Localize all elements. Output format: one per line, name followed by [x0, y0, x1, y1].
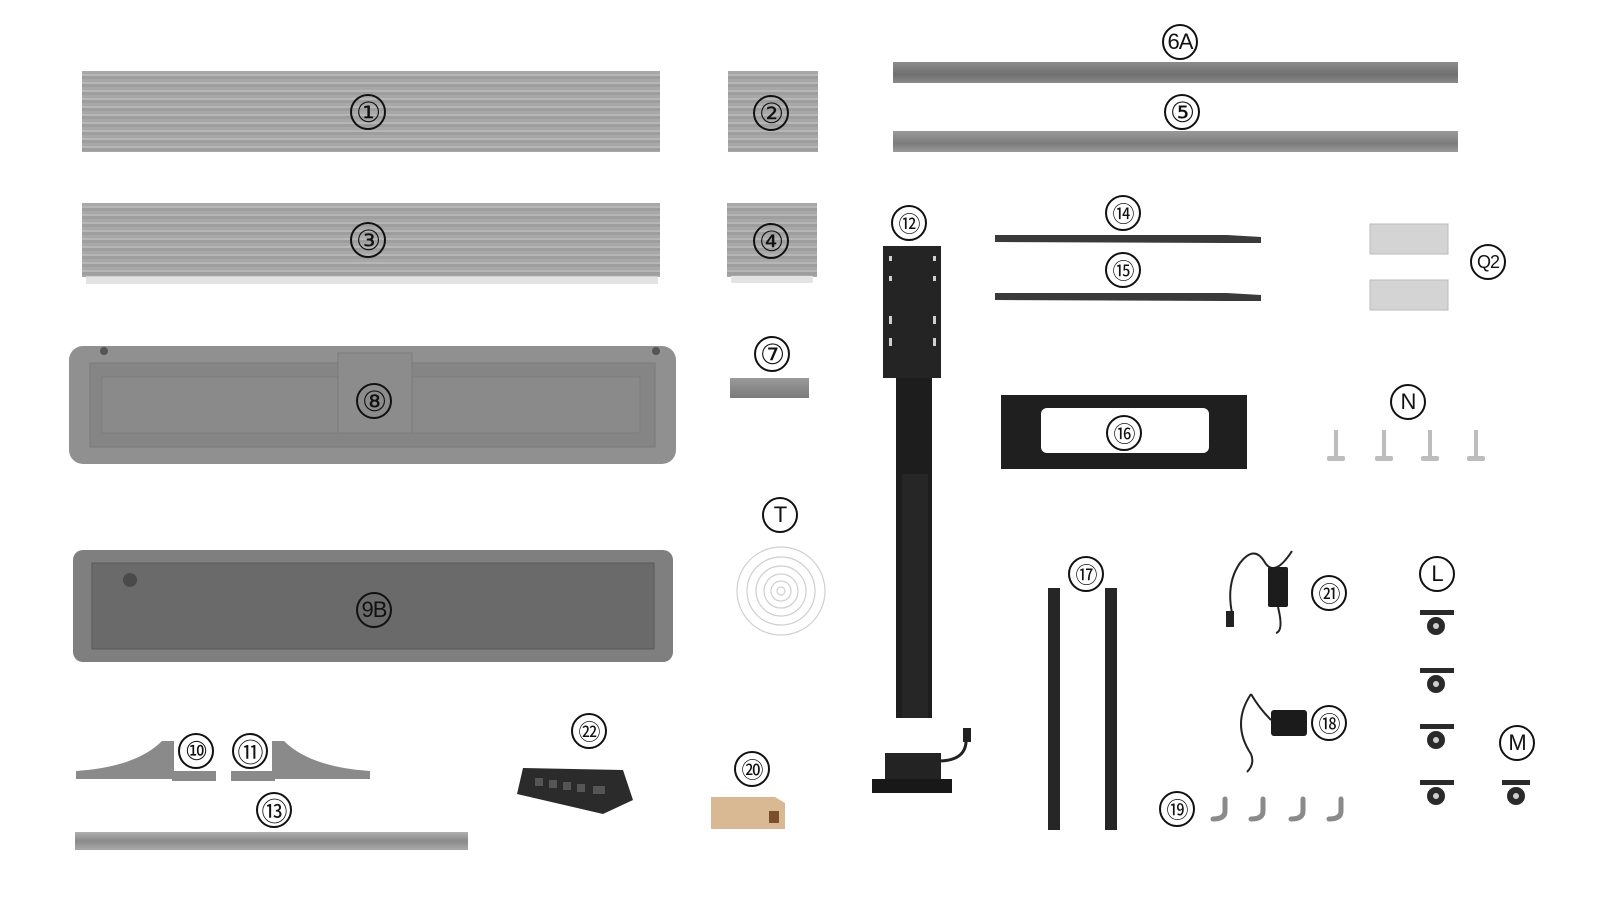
callout-6a: 6A: [1162, 24, 1198, 60]
part-17-uprights: [1048, 588, 1117, 830]
callout-7: ⑦: [754, 336, 790, 372]
part-5-rail: [893, 131, 1458, 152]
part-7-block: [730, 378, 809, 398]
part-21-adapter: [1226, 550, 1293, 634]
callout-9b: 9B: [356, 592, 392, 628]
part-4-lip: [731, 276, 813, 283]
part-n-screws: [1327, 430, 1485, 461]
callout-12: ⑫: [891, 205, 927, 241]
callout-15: ⑮: [1105, 252, 1141, 288]
callout-4: ④: [753, 223, 789, 259]
callout-5: ⑤: [1164, 94, 1200, 130]
part-6a-rail: [893, 62, 1458, 83]
part-m-caster: [1502, 780, 1530, 805]
callout-16: ⑯: [1106, 415, 1142, 451]
part-10-11-feet: [76, 741, 370, 781]
part-t-coil: [736, 546, 826, 636]
callout-18: ⑱: [1311, 705, 1347, 741]
callout-21: ㉑: [1311, 575, 1347, 611]
callout-l: L: [1419, 556, 1455, 592]
callout-1: ①: [350, 94, 386, 130]
part-14-arm: [995, 235, 1261, 243]
callout-2: ②: [753, 95, 789, 131]
callout-17: ⑰: [1068, 556, 1104, 592]
callout-3: ③: [350, 222, 386, 258]
callout-19: ⑲: [1159, 791, 1195, 827]
part-22-handset: [517, 768, 633, 814]
callout-n: N: [1390, 384, 1426, 420]
part-20-wood-block: [711, 797, 785, 829]
callout-8: ⑧: [356, 383, 392, 419]
part-15-arm: [995, 293, 1261, 301]
part-l-casters: [1420, 610, 1454, 805]
callout-20: ⑳: [734, 751, 770, 787]
callout-q2: Q2: [1470, 244, 1506, 280]
callout-13: ⑬: [256, 792, 292, 828]
part-13-rail: [75, 832, 468, 850]
callout-10: ⑩: [178, 733, 214, 769]
part-18-control-box: [1240, 693, 1307, 773]
part-q2-brackets: [1369, 223, 1449, 311]
part-12-lift-column: [872, 246, 971, 793]
callout-22: ㉒: [571, 713, 607, 749]
callout-t: T: [762, 497, 798, 533]
part-19-hooks: [1210, 796, 1344, 822]
callout-11: ⑪: [232, 733, 268, 769]
part-3-lip: [86, 276, 658, 284]
callout-m: M: [1499, 725, 1535, 761]
callout-14: ⑭: [1105, 195, 1141, 231]
